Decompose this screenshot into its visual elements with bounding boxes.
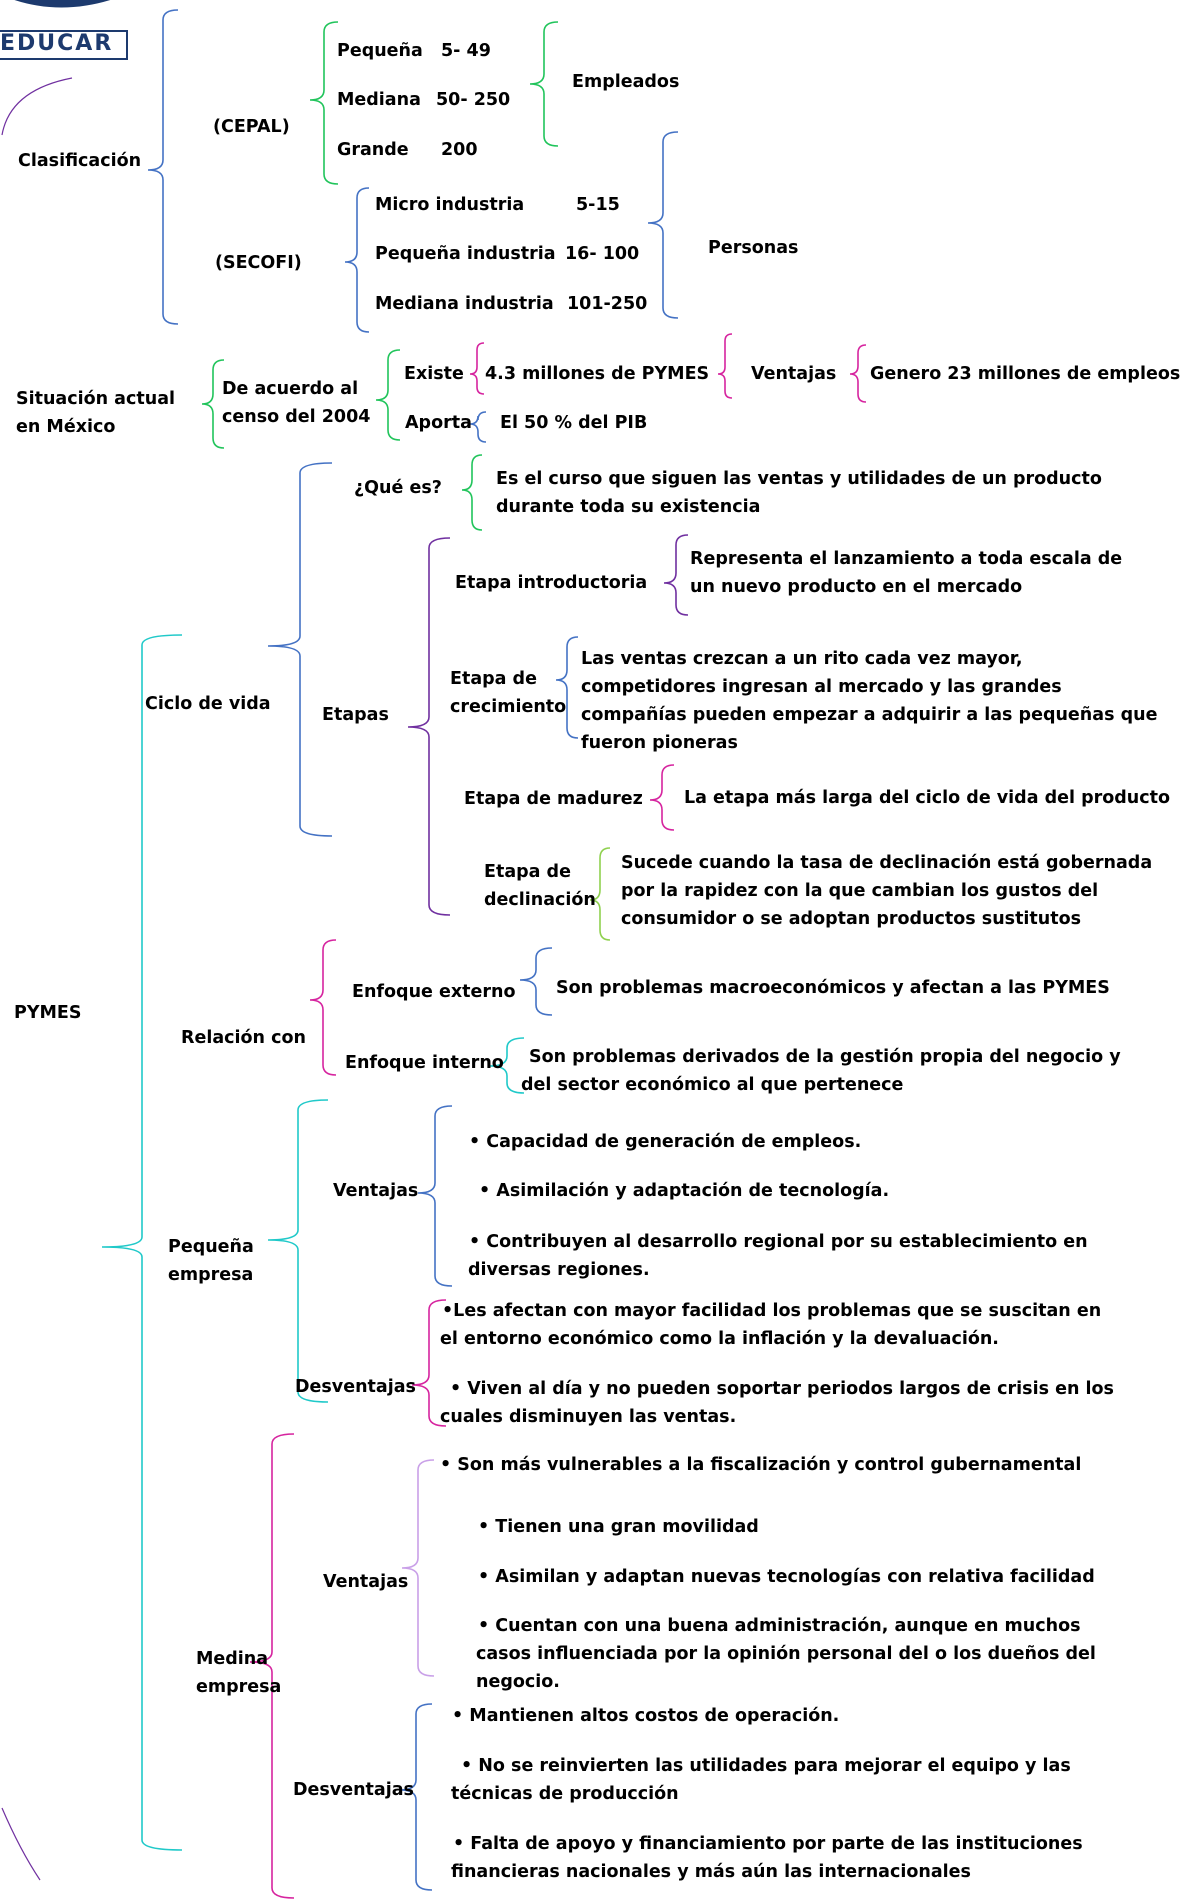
madurez-definition: La etapa más larga del ciclo de vida del… [684, 788, 1171, 808]
mediana-ventaja-item: • Cuentan con una buena administración, … [476, 1616, 1096, 1692]
secofi-row-value: 16- 100 [565, 244, 640, 264]
aporta-brace [469, 411, 487, 443]
etapa-crecimiento: Etapa de crecimiento [450, 669, 567, 717]
ciclo-brace [267, 462, 333, 837]
mediana-desventaja-item: • Falta de apoyo y financiamiento por pa… [451, 1834, 1083, 1882]
pequena-desventajas-brace [411, 1299, 447, 1427]
pymes-brace [101, 634, 183, 1851]
censo-label: De acuerdo al censo del 2004 [222, 379, 371, 427]
pequena-desventajas-label: Desventajas [295, 1377, 416, 1397]
ventajas-existe-brace [717, 333, 733, 399]
etapa-madurez: Etapa de madurez [464, 789, 643, 809]
pequena-desventaja-item: • Viven al día y no pueden soportar peri… [440, 1379, 1114, 1427]
mediana-desventaja-item: • No se reinvierten las utilidades para … [451, 1756, 1071, 1804]
decorative-arc [1, 1807, 41, 1881]
relacion-brace [309, 939, 337, 1076]
enfoque-externo: Enfoque externo [352, 982, 516, 1002]
secofi-brace [344, 187, 370, 333]
mediana-ventaja-item: • Tienen una gran movilidad [478, 1517, 759, 1537]
ventajas-label: Ventajas [751, 364, 837, 384]
pequena-ventaja-item: • Contribuyen al desarrollo regional por… [468, 1232, 1088, 1280]
pequena-ventajas-label: Ventajas [333, 1181, 419, 1201]
pymes-label: PYMES [14, 1003, 82, 1023]
clasificacion-label: Clasificación [18, 151, 142, 171]
pequena-desventaja-item: •Les afectan con mayor facilidad los pro… [440, 1301, 1102, 1349]
externo-definition: Son problemas macroeconómicos y afectan … [556, 978, 1110, 998]
logo-mark [14, 0, 111, 8]
pequena-empresa-label: Pequeña empresa [168, 1237, 254, 1285]
secofi-row-name: Pequeña industria [375, 244, 556, 264]
cepal-row-value: 5- 49 [441, 41, 491, 61]
introductoria-brace [663, 534, 689, 616]
etapas-brace [407, 537, 451, 916]
ciclo-label: Ciclo de vida [145, 694, 271, 714]
decorative-arc [1, 77, 73, 136]
relacion-label: Relación con [181, 1028, 306, 1048]
cepal-row-name: Pequeña [337, 41, 423, 61]
mediana-empresa-label: Medina empresa [196, 1649, 282, 1697]
cepal-unit: Empleados [572, 72, 680, 92]
secofi-unit: Personas [708, 238, 799, 258]
existe-brace [469, 342, 485, 395]
etapa-introductoria: Etapa introductoria [455, 573, 648, 593]
crecimiento-brace [555, 636, 579, 739]
existe-value: 4.3 millones de PYMES [485, 364, 710, 384]
cepal-label: (CEPAL) [213, 117, 290, 137]
externo-brace [519, 947, 553, 1016]
pequena-ventajas-brace [417, 1105, 453, 1287]
que-es-label: ¿Qué es? [354, 478, 442, 498]
pequena-ventaja-item: • Asimilación y adaptación de tecnología… [479, 1181, 890, 1201]
mediana-brace [249, 1433, 295, 1899]
aporta-label: Aporta [405, 413, 472, 433]
que-es-brace [461, 454, 483, 531]
enfoque-interno: Enfoque interno [345, 1053, 504, 1073]
cepal-brace [309, 21, 339, 185]
secofi-row-value: 5-15 [576, 195, 620, 215]
mediana-desventajas-brace [399, 1703, 433, 1891]
cepal-row-name: Mediana [337, 90, 421, 110]
mediana-ventaja-item: • Asimilan y adaptan nuevas tecnologías … [478, 1567, 1095, 1587]
mediana-ventajas-label: Ventajas [323, 1572, 409, 1592]
personas-brace [647, 131, 679, 319]
ventajas-value-brace [849, 344, 867, 403]
secofi-row-name: Mediana industria [375, 294, 554, 314]
declinacion-definition: Sucede cuando la tasa de declinación est… [621, 853, 1153, 929]
secofi-label: (SECOFI) [215, 253, 302, 273]
secofi-row-value: 101-250 [567, 294, 648, 314]
censo-brace [375, 349, 401, 441]
empleados-brace [529, 21, 559, 147]
declinacion-brace [589, 847, 611, 941]
mediana-desventajas-label: Desventajas [293, 1780, 414, 1800]
que-es-definition: Es el curso que siguen las ventas y util… [496, 469, 1102, 517]
etapa-declinacion: Etapa de declinación [484, 862, 596, 910]
clasificacion-brace [147, 9, 179, 325]
pequena-brace [267, 1099, 329, 1403]
mediana-ventajas-brace [401, 1459, 435, 1677]
mediana-ventaja-item: • Son más vulnerables a la fiscalización… [440, 1455, 1082, 1475]
aporta-value: El 50 % del PIB [500, 413, 648, 433]
existe-label: Existe [404, 364, 464, 384]
cepal-row-name: Grande [337, 140, 409, 160]
cepal-row-value: 50- 250 [436, 90, 511, 110]
secofi-row-name: Micro industria [375, 195, 525, 215]
pequena-ventaja-item: • Capacidad de generación de empleos. [469, 1132, 862, 1152]
ventajas-value: Genero 23 millones de empleos [870, 364, 1180, 384]
introductoria-definition: Representa el lanzamiento a toda escala … [690, 549, 1123, 597]
interno-brace [489, 1037, 525, 1094]
logo-frame [0, 30, 128, 60]
mediana-desventaja-item: • Mantienen altos costos de operación. [452, 1706, 840, 1726]
etapas-label: Etapas [322, 705, 389, 725]
madurez-brace [649, 764, 675, 831]
situacion-brace [201, 359, 225, 449]
crecimiento-definition: Las ventas crezcan a un rito cada vez ma… [581, 649, 1158, 753]
interno-definition: Son problemas derivados de la gestión pr… [521, 1047, 1121, 1095]
logo: EDUCAR [0, 31, 114, 56]
situacion-label: Situación actual en México [16, 389, 175, 437]
cepal-row-value: 200 [441, 140, 478, 160]
